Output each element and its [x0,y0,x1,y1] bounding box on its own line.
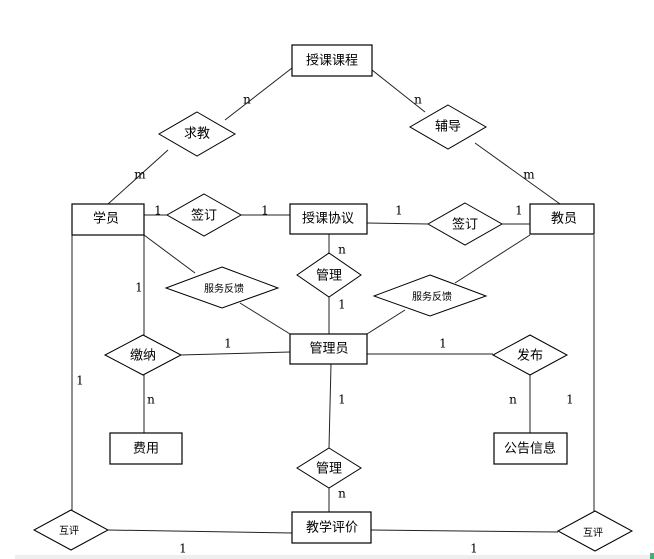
cardinality: 1 [338,393,346,407]
entity-label: 授课课程 [306,54,358,69]
connector-lines [71,67,595,534]
cardinality: n [243,93,251,107]
entity-label: 公告信息 [504,441,556,457]
relationship-sign-right: 签订 [426,202,504,246]
relationship-publish: 发布 [491,334,569,376]
cardinality: n [147,393,155,407]
cardinality: 1 [470,542,478,556]
entity-notice: 公告信息 [493,432,568,465]
entity-agreement: 授课协议 [289,203,368,235]
relationship-label: 发布 [517,348,543,364]
cardinality: n [509,393,517,407]
relationship-sign-left: 签订 [165,193,243,237]
entity-label: 教学评价 [306,520,358,536]
entity-label: 学员 [93,211,119,227]
relationship-label: 辅导 [435,120,461,135]
entity-label: 管理员 [309,342,348,357]
cardinality: 1 [566,393,574,407]
relationship-feedback-left: 服务反馈 [164,266,280,309]
entity-teacher: 教员 [529,203,595,235]
relationship-label: 管理 [316,269,342,284]
relationship-label: 互评 [59,525,79,537]
bottom-scroll-strip [15,555,654,559]
corner-marker [650,553,654,559]
relationship-manage-top: 管理 [296,252,362,298]
cardinality: n [338,243,346,257]
relationship-tutor: 辅导 [409,104,487,150]
cardinality: m [134,168,146,182]
relationship-seek: 求教 [158,111,236,157]
cardinality: n [414,93,422,107]
relationship-label: 签订 [452,217,478,233]
cardinality: 1 [76,374,84,388]
relationship-label: 服务反馈 [204,282,244,295]
entity-student: 学员 [71,203,145,236]
cardinality: 1 [135,281,143,295]
cardinality: n [338,487,346,501]
relationship-label: 缴纳 [130,349,156,364]
cardinality-labels: n n m m 1 1 1 1 n 1 1 1 1 1 n 1 n 1 n 1 … [76,93,574,556]
entity-admin: 管理员 [289,333,368,365]
entity-fee: 费用 [109,432,183,465]
cardinality: 1 [224,337,232,351]
entity-label: 教员 [551,211,577,227]
entity-label: 费用 [133,442,159,457]
relationship-label: 管理 [316,462,342,477]
cardinality: 1 [515,204,523,218]
relationship-label: 求教 [184,126,210,142]
cardinality: 1 [338,298,346,312]
cardinality: 1 [395,204,403,218]
relationship-mutual-right: 互评 [556,510,634,552]
cardinality: 1 [179,542,187,556]
cardinality: 1 [154,204,162,218]
cardinality: 1 [439,337,447,351]
entity-evaluation: 教学评价 [291,511,372,544]
relationship-mutual-left: 互评 [32,509,110,551]
cardinality: m [523,168,535,182]
relationship-pay: 缴纳 [103,334,183,376]
entity-course: 授课课程 [291,44,373,77]
cardinality: 1 [261,204,269,218]
relationship-manage-bottom: 管理 [296,447,362,489]
relationship-label: 签订 [191,208,217,224]
entity-label: 授课协议 [302,212,354,227]
relationship-feedback-right: 服务反馈 [372,274,488,317]
relationship-label: 互评 [583,527,603,539]
relationship-label: 服务反馈 [412,290,452,303]
